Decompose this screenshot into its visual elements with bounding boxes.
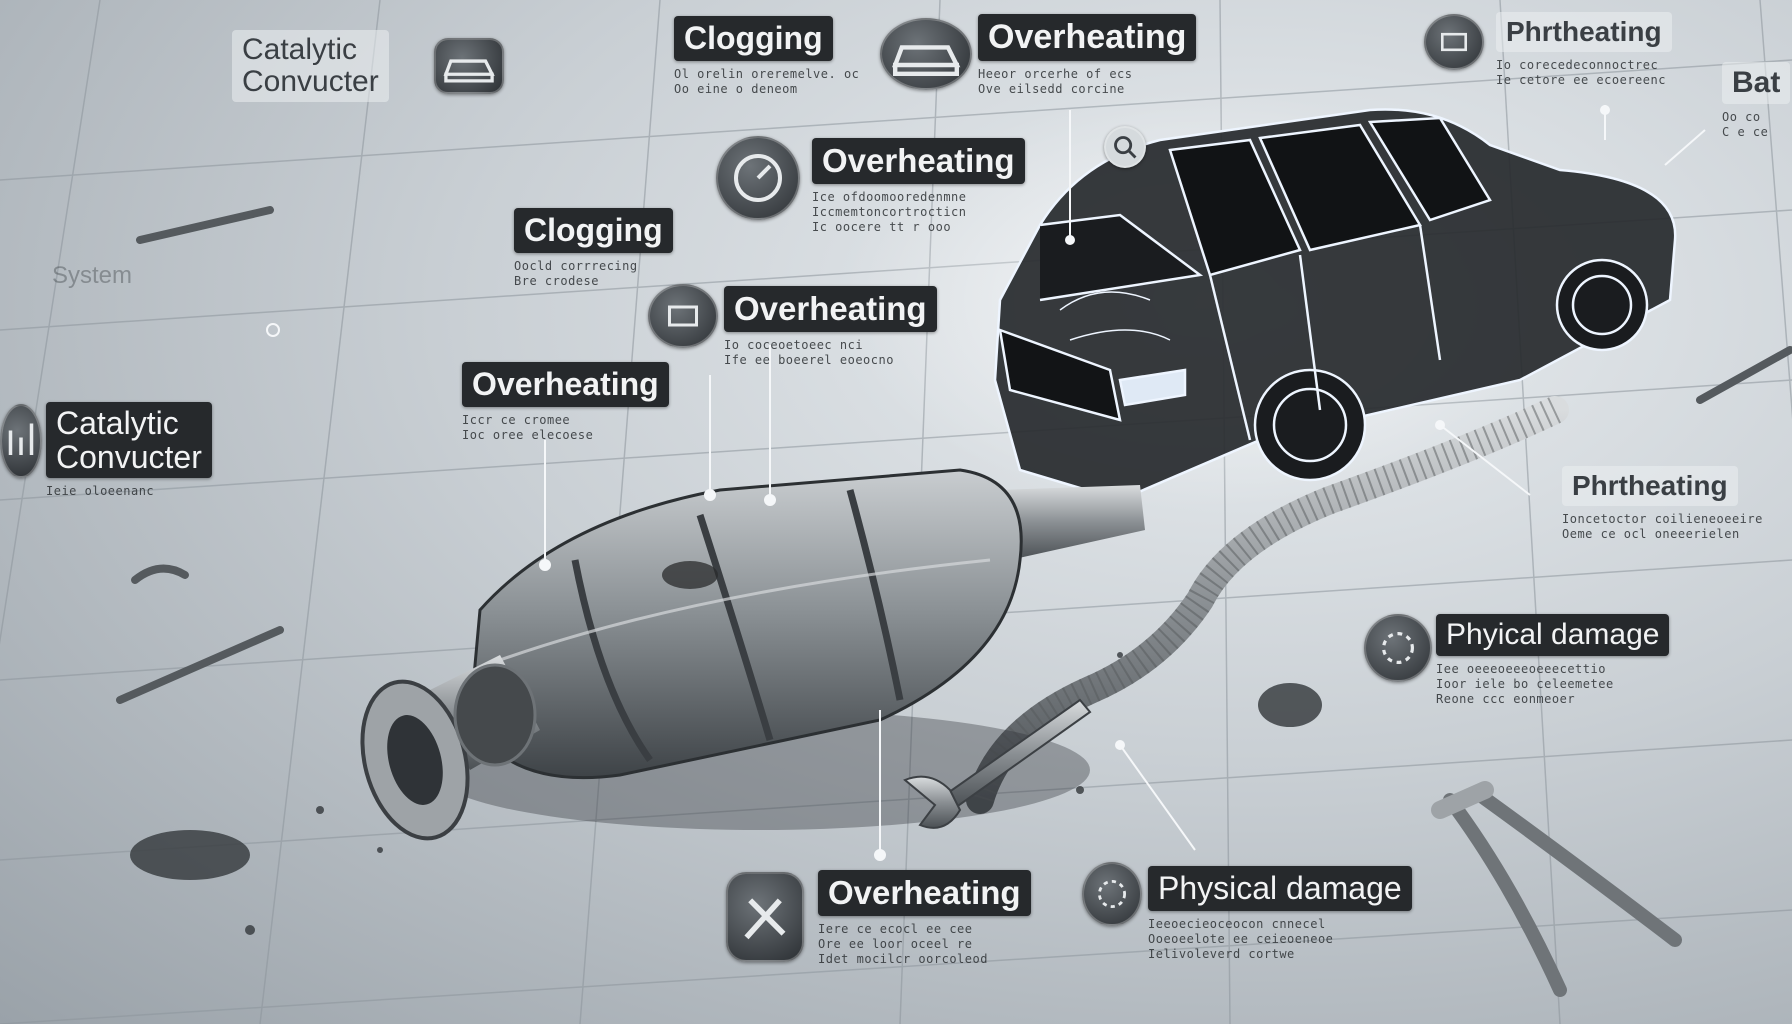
catalytic-converter [360,468,1145,841]
label-phrt-right: Phrtheating Ioncetoctor coilieneoeeire O… [1562,466,1763,542]
damage-icon [1364,614,1432,682]
label-description: Iccr ce cromee Ioc oree elecoese [462,413,594,442]
label-overheating-mid2: Overheating Io coceoetoeec nci Ife ee bo… [724,286,937,368]
label-catalytic-left: Catalytic Convucter Ieie oloeenanc [46,402,212,499]
label-title: Bat [1722,62,1791,104]
tools-icon [726,872,804,962]
label-title: Clogging [674,16,833,61]
label-title: Phrtheating [1496,12,1672,52]
label-title: Overheating [978,14,1197,61]
label-description: Io coceoetoeec nci Ife ee boeerel eoeocn… [724,338,894,367]
engine-icon [648,284,718,348]
label-phrt-top: Phrtheating Io corecedeconnoctrec Ie cet… [1496,12,1672,88]
label-overheating-mid3: Overheating Iccr ce cromee Ioc oree elec… [462,362,669,443]
car-icon [434,38,504,94]
label-description: Ice ofdoomooredenmne Iccmemtoncortroctic… [812,190,967,234]
label-description: Heeor orcerhe of ecs Ove eilsedd corcine [978,67,1133,96]
label-title: Phrtheating [1562,466,1738,506]
damage-icon [1082,862,1142,926]
label-physical-right: Phyical damage Iee oeeeoeeeoeeecettio Io… [1436,614,1670,707]
car-outline-icon [880,18,972,90]
label-title: Overheating [724,286,937,332]
label-bat-cut: Bat Oo co C e ce [1722,62,1791,140]
label-overheating-bottom: Overheating Iere ce ecocl ee cee Ore ee … [818,870,1031,967]
label-title: Phyical damage [1436,614,1670,656]
label-title: Overheating [818,870,1031,916]
wrench [903,698,1092,829]
pliers [1431,781,1682,997]
label-description: Ioncetoctor coilieneoeeire Oeme ce ocl o… [1562,512,1763,541]
magnifier-icon [1104,126,1146,168]
callout-lines [266,105,1706,861]
label-clogging-mid: Clogging Oocld corrrecing Bre crodese [514,208,673,289]
label-title: Catalytic Convucter [232,30,389,102]
label-description: Ol orelin oreremelve. oc Oo eine o deneo… [674,67,860,96]
exhaust-pipe [966,396,1569,814]
chart-icon [0,404,42,478]
label-overheating-mid1: Overheating Ice ofdoomooredenmne Iccmemt… [812,138,1025,235]
label-description: Ieie oloeenanc [46,484,155,498]
gauge-icon [716,136,800,220]
label-description: Oocld corrrecing Bre crodese [514,259,638,288]
label-description: Ieeoecieoceocon cnnecel Ooeoeelote ee ce… [1148,917,1334,961]
small-parts [116,206,1792,704]
label-title: Physical damage [1148,866,1412,911]
debris [130,652,1322,935]
label-title: Catalytic Convucter [46,402,212,478]
label-description: Oo co C e ce [1722,110,1769,139]
system-faded-label: System [52,262,133,289]
label-description: Iee oeeeoeeeoeeecettio Ioor iele bo cele… [1436,662,1614,706]
label-description: Io corecedeconnoctrec Ie cetore ee ecoer… [1496,58,1666,87]
label-title: Overheating [462,362,669,407]
label-physical-bottom: Physical damage Ieeoecieoceocon cnnecel … [1148,866,1412,962]
label-clogging-top: Clogging Ol orelin oreremelve. oc Oo ein… [674,16,859,97]
label-catalytic-top: Catalytic Convucter [232,30,389,102]
car-wireframe [840,90,1677,510]
engine-icon [1424,14,1484,70]
label-description: Iere ce ecocl ee cee Ore ee loor oceel r… [818,922,988,966]
label-title: Overheating [812,138,1025,184]
label-overheating-top: Overheating Heeor orcerhe of ecs Ove eil… [978,14,1197,97]
label-title: Clogging [514,208,673,253]
